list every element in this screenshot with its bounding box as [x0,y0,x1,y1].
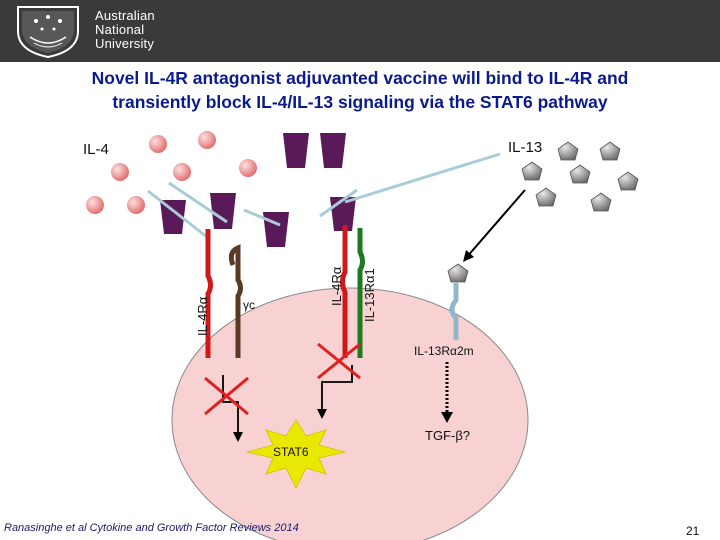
il13ra1-chain [357,228,365,358]
gamma-c-chain [228,244,243,358]
il13-ligand [557,141,579,161]
logo-line-2: National [95,22,145,37]
logo-line-1: Australian [95,8,155,23]
logo-line-3: University [95,36,155,51]
il13-ligand [447,263,469,283]
il4-type2-signal-path [321,365,353,416]
il13ra2m-label: IL-13Rα2m [414,344,474,358]
il4-ligand [86,196,104,214]
antagonist-molecule [283,133,309,168]
il4-label: IL-4 [83,141,109,158]
il4ra-left-chain [205,229,213,358]
il13ra2m-chain [449,283,459,340]
il13-ligand [599,141,621,161]
cell-body [171,287,529,540]
il13-ligand [521,161,543,181]
arrowhead-icon [441,412,453,423]
block-x-icon [204,376,249,416]
il4-ligand [173,163,191,181]
gamma-c-label: γc [243,298,255,312]
il4ra-right-label: IL-4Rα [329,266,344,306]
university-crest-icon [17,6,79,59]
title-line-2: transiently block IL-4/IL-13 signaling v… [112,92,608,112]
antagonist-molecule [263,212,289,247]
arrowhead-icon [317,409,327,419]
arrowhead-icon [233,432,243,442]
label-pointer-lines [147,152,501,239]
university-logo-text: Australian National University [95,9,155,51]
il13-ligand [569,164,591,184]
page-number: 21 [686,524,700,538]
arrowhead-icon [463,250,474,262]
title-line-1: Novel IL-4R antagonist adjuvanted vaccin… [91,68,629,88]
header-bar: Australian National University [0,0,720,62]
il4-ligand-group [86,131,257,214]
il4-ligand [198,131,216,149]
antagonist-molecule [160,200,186,234]
il4ra-left-label: IL-4Rα [195,296,210,336]
il4-ligand [239,159,257,177]
il13-to-ra2-arrow [465,189,526,259]
stat6-label: STAT6 [273,445,309,459]
il13-ligand [535,187,557,207]
citation-text: Ranasinghe et al Cytokine and Growth Fac… [4,522,299,534]
il13-ligand-group [447,141,639,283]
il13-label: IL-13 [508,139,542,156]
antagonist-molecule [320,133,346,168]
il4-ligand [149,135,167,153]
il4-ligand [111,163,129,181]
slide-title: Novel IL-4R antagonist adjuvanted vaccin… [0,66,720,114]
il13-ligand [617,171,639,191]
il4-type1-signal-path [222,375,239,440]
antagonist-molecule [210,193,236,229]
il4ra-right-chain [340,225,348,358]
tgf-beta-label: TGF-β? [425,428,470,443]
antagonist-group [160,133,356,247]
il13-ligand [590,192,612,212]
il13ra1-label: IL-13Rα1 [362,268,377,322]
stat6-burst [246,419,346,489]
block-x-icon [317,342,361,380]
il4-ligand [127,196,145,214]
